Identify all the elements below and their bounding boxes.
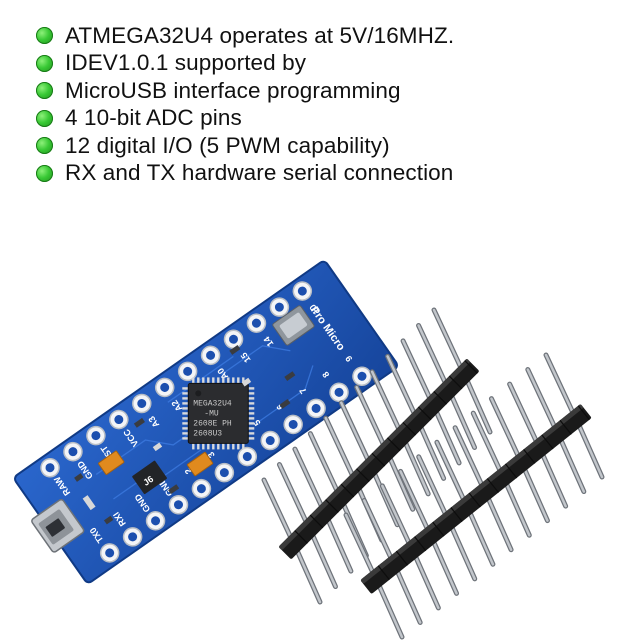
top-pin-pad[interactable] [198, 343, 223, 368]
top-pin-pad[interactable] [290, 279, 315, 304]
header-pin [470, 410, 532, 538]
bottom-pin-pad[interactable] [349, 364, 374, 389]
header-pin [452, 425, 514, 553]
bottom-pin-pad[interactable] [166, 492, 191, 517]
top-pin-pad[interactable] [267, 295, 292, 320]
chip-line: MEGA32U4 [193, 399, 232, 408]
chip-line: -MU [204, 409, 219, 418]
bottom-pin-pad[interactable] [120, 524, 145, 549]
chip-line: 2608E PH [193, 419, 232, 428]
feature-item: RX and TX hardware serial connection [36, 160, 454, 188]
header-pin [385, 353, 447, 481]
green-bullet-icon [36, 27, 53, 45]
green-bullet-icon [36, 164, 53, 182]
bottom-pin-pad[interactable] [189, 476, 214, 501]
top-pin-pad[interactable] [106, 407, 131, 432]
top-pin-pad[interactable] [37, 455, 62, 480]
header-pin [431, 307, 493, 435]
tantalum-capacitor [186, 451, 214, 477]
pcb-board: RAWGNDRSTVCCA3A2A1A015141610 TX0RXIGNDGN… [14, 260, 398, 584]
header-pin [488, 396, 550, 524]
bottom-pin-label: 5 [252, 418, 263, 428]
bottom-pin-pad[interactable] [212, 460, 237, 485]
atmega32u4-chip: MEGA32U4 -MU 2608E PH 2608U3 [182, 377, 255, 450]
pin-header-strip [261, 307, 493, 605]
top-pin-label: 14 [262, 335, 276, 349]
header-pin [379, 483, 441, 611]
header-pin [416, 454, 478, 582]
top-pin-label: 10 [307, 302, 321, 316]
feature-list: ATMEGA32U4 operates at 5V/16MHZ. IDEV1.0… [36, 22, 454, 187]
feature-item: MicroUSB interface programming [36, 77, 454, 105]
bottom-pin-pad[interactable] [304, 396, 329, 421]
feature-text: 4 10-bit ADC pins [65, 105, 242, 131]
feature-item: IDEV1.0.1 supported by [36, 50, 454, 78]
feature-text: ATMEGA32U4 operates at 5V/16MHZ. [65, 22, 455, 48]
header-pin [543, 352, 605, 480]
header-plastic-body [279, 359, 479, 559]
top-pin-label: 15 [239, 351, 253, 365]
crystal-oscillator [272, 305, 315, 346]
bottom-pin-label: 2 [183, 466, 194, 476]
header-pin [434, 439, 496, 567]
feature-item: 12 digital I/O (5 PWM capability) [36, 132, 454, 160]
bottom-pin-pad[interactable] [258, 428, 283, 453]
feature-item: ATMEGA32U4 operates at 5V/16MHZ. [36, 22, 454, 50]
top-pin-pad[interactable] [244, 311, 269, 336]
header-pin [343, 512, 405, 640]
top-pin-pad[interactable] [175, 359, 200, 384]
header-pin [398, 468, 460, 596]
header-pin [292, 446, 354, 574]
header-pin [276, 462, 338, 590]
green-bullet-icon [36, 109, 53, 127]
regulator-label: J6 [141, 474, 155, 488]
header-pin [400, 338, 462, 466]
green-bullet-icon [36, 54, 53, 72]
bottom-pin-pad[interactable] [235, 444, 260, 469]
feature-text: MicroUSB interface programming [65, 77, 401, 103]
pin-header-strip [343, 352, 605, 640]
feature-text: IDEV1.0.1 supported by [65, 50, 307, 76]
header-pin [416, 322, 478, 450]
top-pin-pad[interactable] [129, 391, 154, 416]
bottom-pin-pad[interactable] [97, 540, 122, 565]
top-pin-pad[interactable] [152, 375, 177, 400]
bottom-pin-pad[interactable] [281, 412, 306, 437]
micro-usb-connector[interactable] [31, 498, 85, 554]
feature-text: 12 digital I/O (5 PWM capability) [65, 132, 390, 158]
bottom-pin-pad[interactable] [143, 508, 168, 533]
top-pin-pad[interactable] [60, 439, 85, 464]
header-pin [525, 367, 587, 495]
header-pin [507, 381, 569, 509]
header-pin [354, 384, 416, 512]
bottom-pin-label: 8 [320, 370, 331, 380]
bottom-pin-label: 9 [343, 354, 354, 364]
tantalum-capacitor [98, 450, 125, 475]
bottom-pin-label: 7 [297, 386, 308, 396]
voltage-regulator: J6 [132, 460, 167, 495]
bottom-pin-pad[interactable] [327, 380, 352, 405]
feature-item: 4 10-bit ADC pins [36, 105, 454, 133]
header-pin [369, 369, 431, 497]
header-pin [361, 497, 423, 625]
chip-line: 2608U3 [193, 429, 222, 438]
green-bullet-icon [36, 137, 53, 155]
bottom-pin-label: 3 [206, 450, 217, 460]
header-pin [261, 477, 323, 605]
green-bullet-icon [36, 82, 53, 100]
feature-text: RX and TX hardware serial connection [65, 160, 454, 186]
bottom-pin-label: 6 [275, 402, 286, 412]
top-pin-pad[interactable] [83, 423, 108, 448]
header-plastic-body [361, 404, 591, 594]
